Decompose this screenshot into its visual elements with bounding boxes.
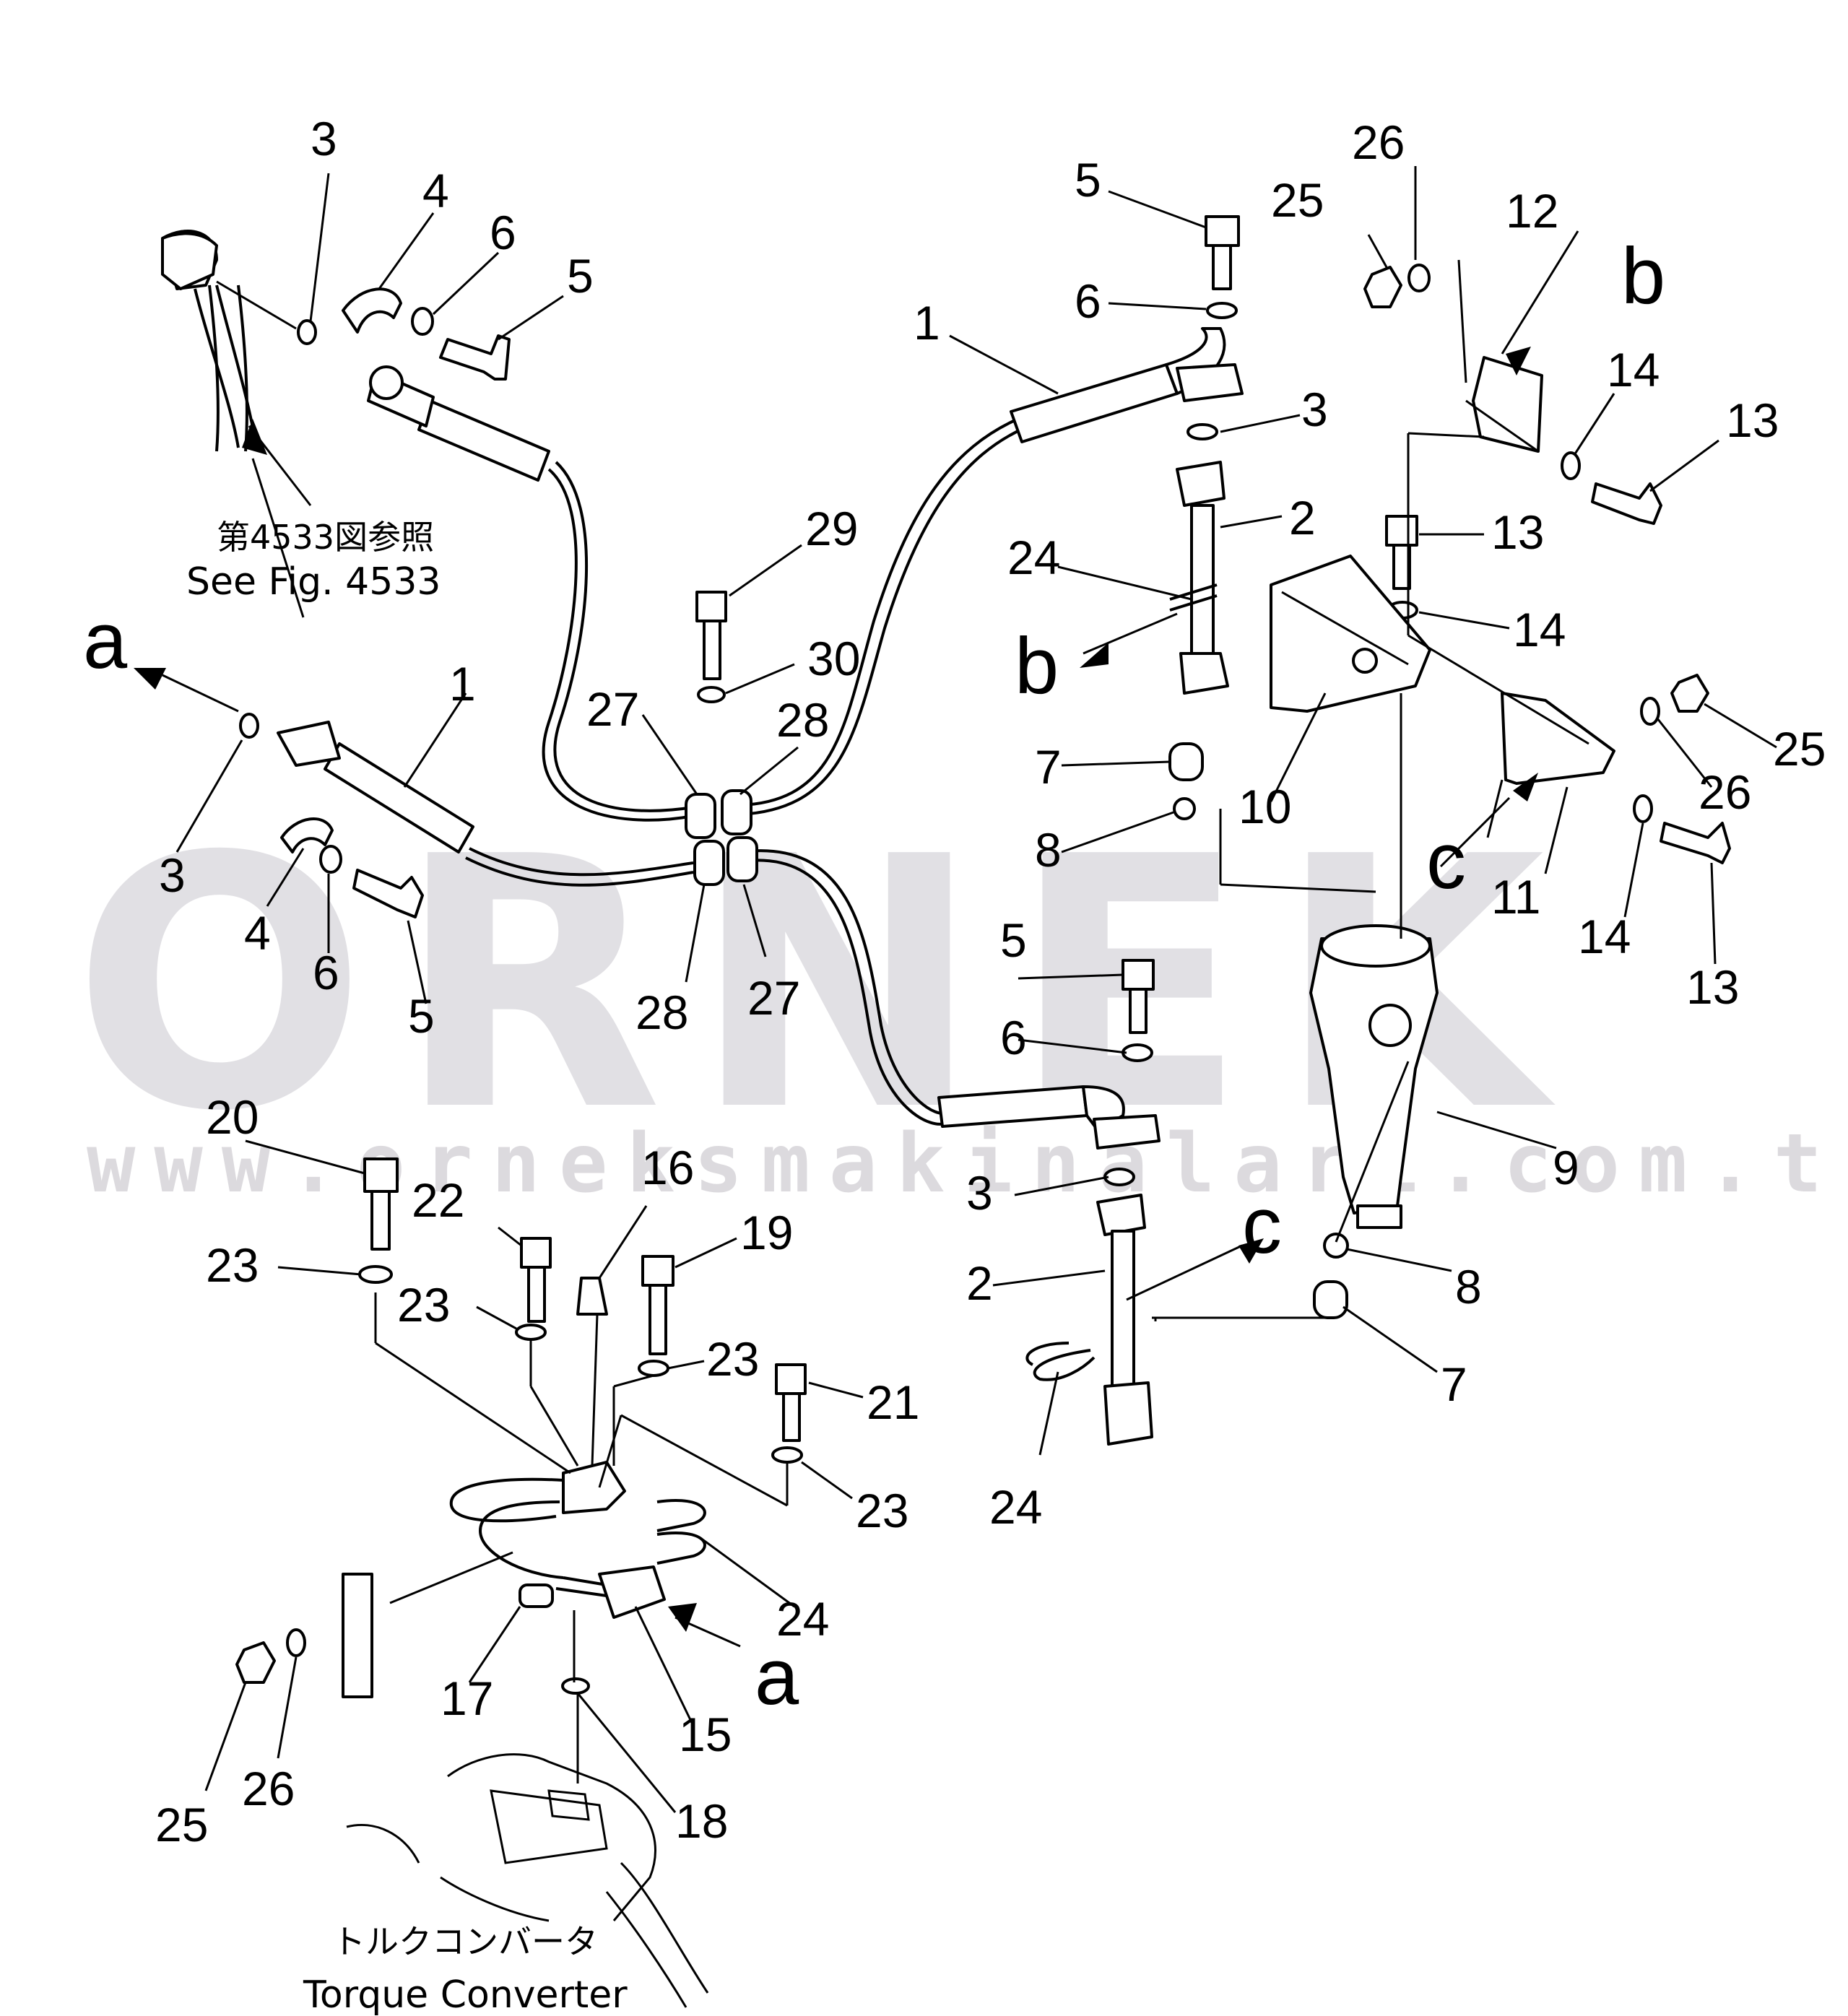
part-label: 19 [740,1206,793,1259]
arrow-a-lower [668,1603,697,1632]
view-letter: a [83,596,128,685]
part-label: 1 [449,657,476,711]
part-label: 7 [1035,740,1062,794]
view-letter: c [1426,817,1466,905]
part-label: 6 [1000,1011,1027,1064]
part-label: 25 [155,1798,208,1851]
clamps-4 [280,287,402,853]
part-label: 29 [805,502,858,555]
part-label: 11 [1491,870,1541,924]
part-label: 3 [966,1166,993,1220]
part-label: 28 [635,986,688,1039]
part-label: 27 [747,971,800,1025]
part-label: 23 [206,1238,259,1292]
ref-fig-en: See Fig. 4533 [186,560,441,604]
part-label: 23 [397,1278,450,1331]
hose-lines [465,417,1026,1126]
part-label: 7 [1441,1357,1467,1411]
part-label: 3 [311,112,337,165]
part-label: 26 [242,1762,295,1815]
part-label: 27 [586,682,639,736]
arrow-fig-ref [242,419,267,455]
part-label: 20 [206,1090,259,1144]
watermark-brand: ORNEK [72,783,1574,1187]
arrow-b-left [1080,643,1109,668]
part-label: 28 [776,693,829,747]
part-label: 3 [1301,383,1328,436]
part-label: 4 [422,164,449,217]
view-letter: c [1242,1181,1282,1270]
arrow-b-right [1506,347,1531,375]
part-label: 6 [490,206,516,259]
part-label: 2 [966,1256,993,1310]
view-letter: b [1621,232,1665,321]
pipes-2 [1096,461,1229,1446]
part-label: 25 [1271,173,1324,227]
view-letter: a [755,1633,799,1721]
part-label: 24 [1007,531,1060,584]
center-clamps [685,789,758,886]
part-label: 26 [1699,765,1751,819]
part-labels: 1 1 2 2 3 3 3 3 4 4 5 5 5 5 6 6 6 6 7 7 … [155,112,1826,1851]
part-label: 2 [1289,491,1316,544]
part-label: 24 [989,1480,1042,1534]
part-label: 5 [1000,913,1027,967]
part-label: 23 [856,1484,908,1537]
washers [235,264,1709,1695]
part-label: 13 [1726,394,1779,447]
part-label: 5 [1075,153,1101,207]
view-letters: a a b b c c [83,232,1665,1721]
part-label: 15 [679,1708,732,1761]
part-label: 24 [776,1592,829,1646]
part-label: 1 [914,296,940,349]
part-label: 6 [313,946,339,999]
part-label: 10 [1238,780,1291,833]
part-label: 17 [441,1672,493,1725]
part-label: 5 [567,249,594,303]
part-label: 14 [1578,910,1631,963]
part-label: 21 [867,1376,919,1429]
part-label: 14 [1513,603,1566,656]
part-label: 5 [408,989,435,1043]
brackets [1270,356,1615,785]
part-label: 30 [807,632,860,685]
part-label: 23 [706,1332,759,1386]
ref-fig-jp: 第4533図参照 [217,518,434,557]
part-label: 25 [1773,722,1826,775]
ref-converter-jp: トルクコンバータ [332,1922,598,1961]
part-label: 3 [159,848,186,902]
part-label: 22 [412,1173,464,1227]
part-label: 8 [1455,1260,1482,1313]
arrow-a-left [134,668,166,690]
part-label: 4 [244,906,271,960]
part-label: 13 [1686,960,1739,1014]
part-label: 16 [641,1141,694,1194]
upper-left-pipe [161,232,248,452]
arrowheads [134,347,1538,1632]
part-label: 14 [1607,343,1660,396]
part-label: 9 [1553,1141,1579,1194]
filter-9 [1309,924,1439,1229]
arrow-c-lower [1238,1238,1264,1264]
part-label: 12 [1506,184,1558,238]
arrow-c-upper [1513,773,1538,801]
ref-converter-en: Torque Converter [303,1973,628,2016]
part-label: 18 [675,1794,728,1848]
part-label: 13 [1491,505,1544,559]
converter-pipe [342,1461,709,2008]
view-letter: b [1015,622,1059,711]
bolts [352,215,1731,1442]
part-label: 26 [1352,116,1405,169]
part-label: 6 [1075,274,1101,328]
part-label: 8 [1035,823,1062,877]
leader-lines [162,166,1777,1813]
